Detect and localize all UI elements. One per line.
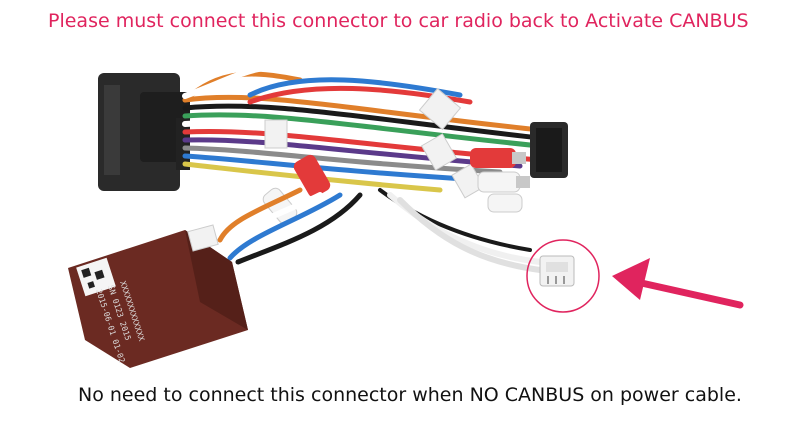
wire-tags xyxy=(264,87,485,199)
radio-connector xyxy=(530,122,568,178)
pointer-arrow-icon xyxy=(612,258,744,309)
small-canbus-connector xyxy=(539,255,575,287)
rca-plugs xyxy=(262,148,530,225)
top-notice: Please must connect this connector to ca… xyxy=(48,10,749,32)
bottom-notice: No need to connect this connector when N… xyxy=(78,384,742,406)
canbus-box: XXXXXXXXXXXXX SN 0123 2015 2015-06-01 01… xyxy=(68,224,248,368)
canbus-wires xyxy=(217,187,543,273)
car-connector xyxy=(98,73,190,191)
highlight-circle xyxy=(526,239,600,313)
